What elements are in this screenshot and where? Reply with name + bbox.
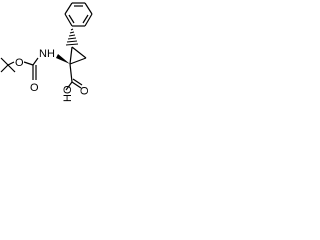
carbonyl-oxygen-label: O: [30, 82, 39, 94]
phenyl-double-bond-2: [82, 14, 89, 24]
hydroxyl-label: HO: [62, 85, 74, 102]
acid-carbon-bond: [69, 63, 73, 83]
hashed-wedge-bond: [65, 28, 79, 46]
nh-carbamate-bond: [32, 57, 39, 66]
acid-carbonyl-bond-b: [72, 78, 83, 86]
structure-diagram: NH O O HO O: [0, 2, 93, 102]
nh-label: NH: [39, 48, 55, 60]
tbutyl-methyl-3: [7, 64, 16, 73]
acid-hydroxyl-bond: [65, 81, 73, 91]
phenyl-double-bond-3: [68, 14, 75, 24]
phenyl-bond-5: [64, 13, 73, 27]
phenyl-bond-2: [84, 2, 93, 15]
cyclopropane-ring: [69, 46, 87, 65]
ester-oxygen-label: O: [15, 57, 24, 69]
phenyl-ring: [64, 2, 93, 27]
ester-tbutyl-bond: [7, 61, 15, 66]
acid-oxygen-label: O: [79, 86, 91, 95]
carbamate-ester-bond: [23, 61, 34, 66]
acid-carbonyl-bond-a: [71, 81, 82, 89]
bold-wedge-bond: [56, 54, 70, 64]
tbutyl-methyl-1: [0, 57, 9, 66]
phenyl-bond-3: [84, 13, 93, 27]
phenyl-bond-6: [64, 2, 73, 15]
tbutyl-methyl-2: [0, 64, 9, 73]
